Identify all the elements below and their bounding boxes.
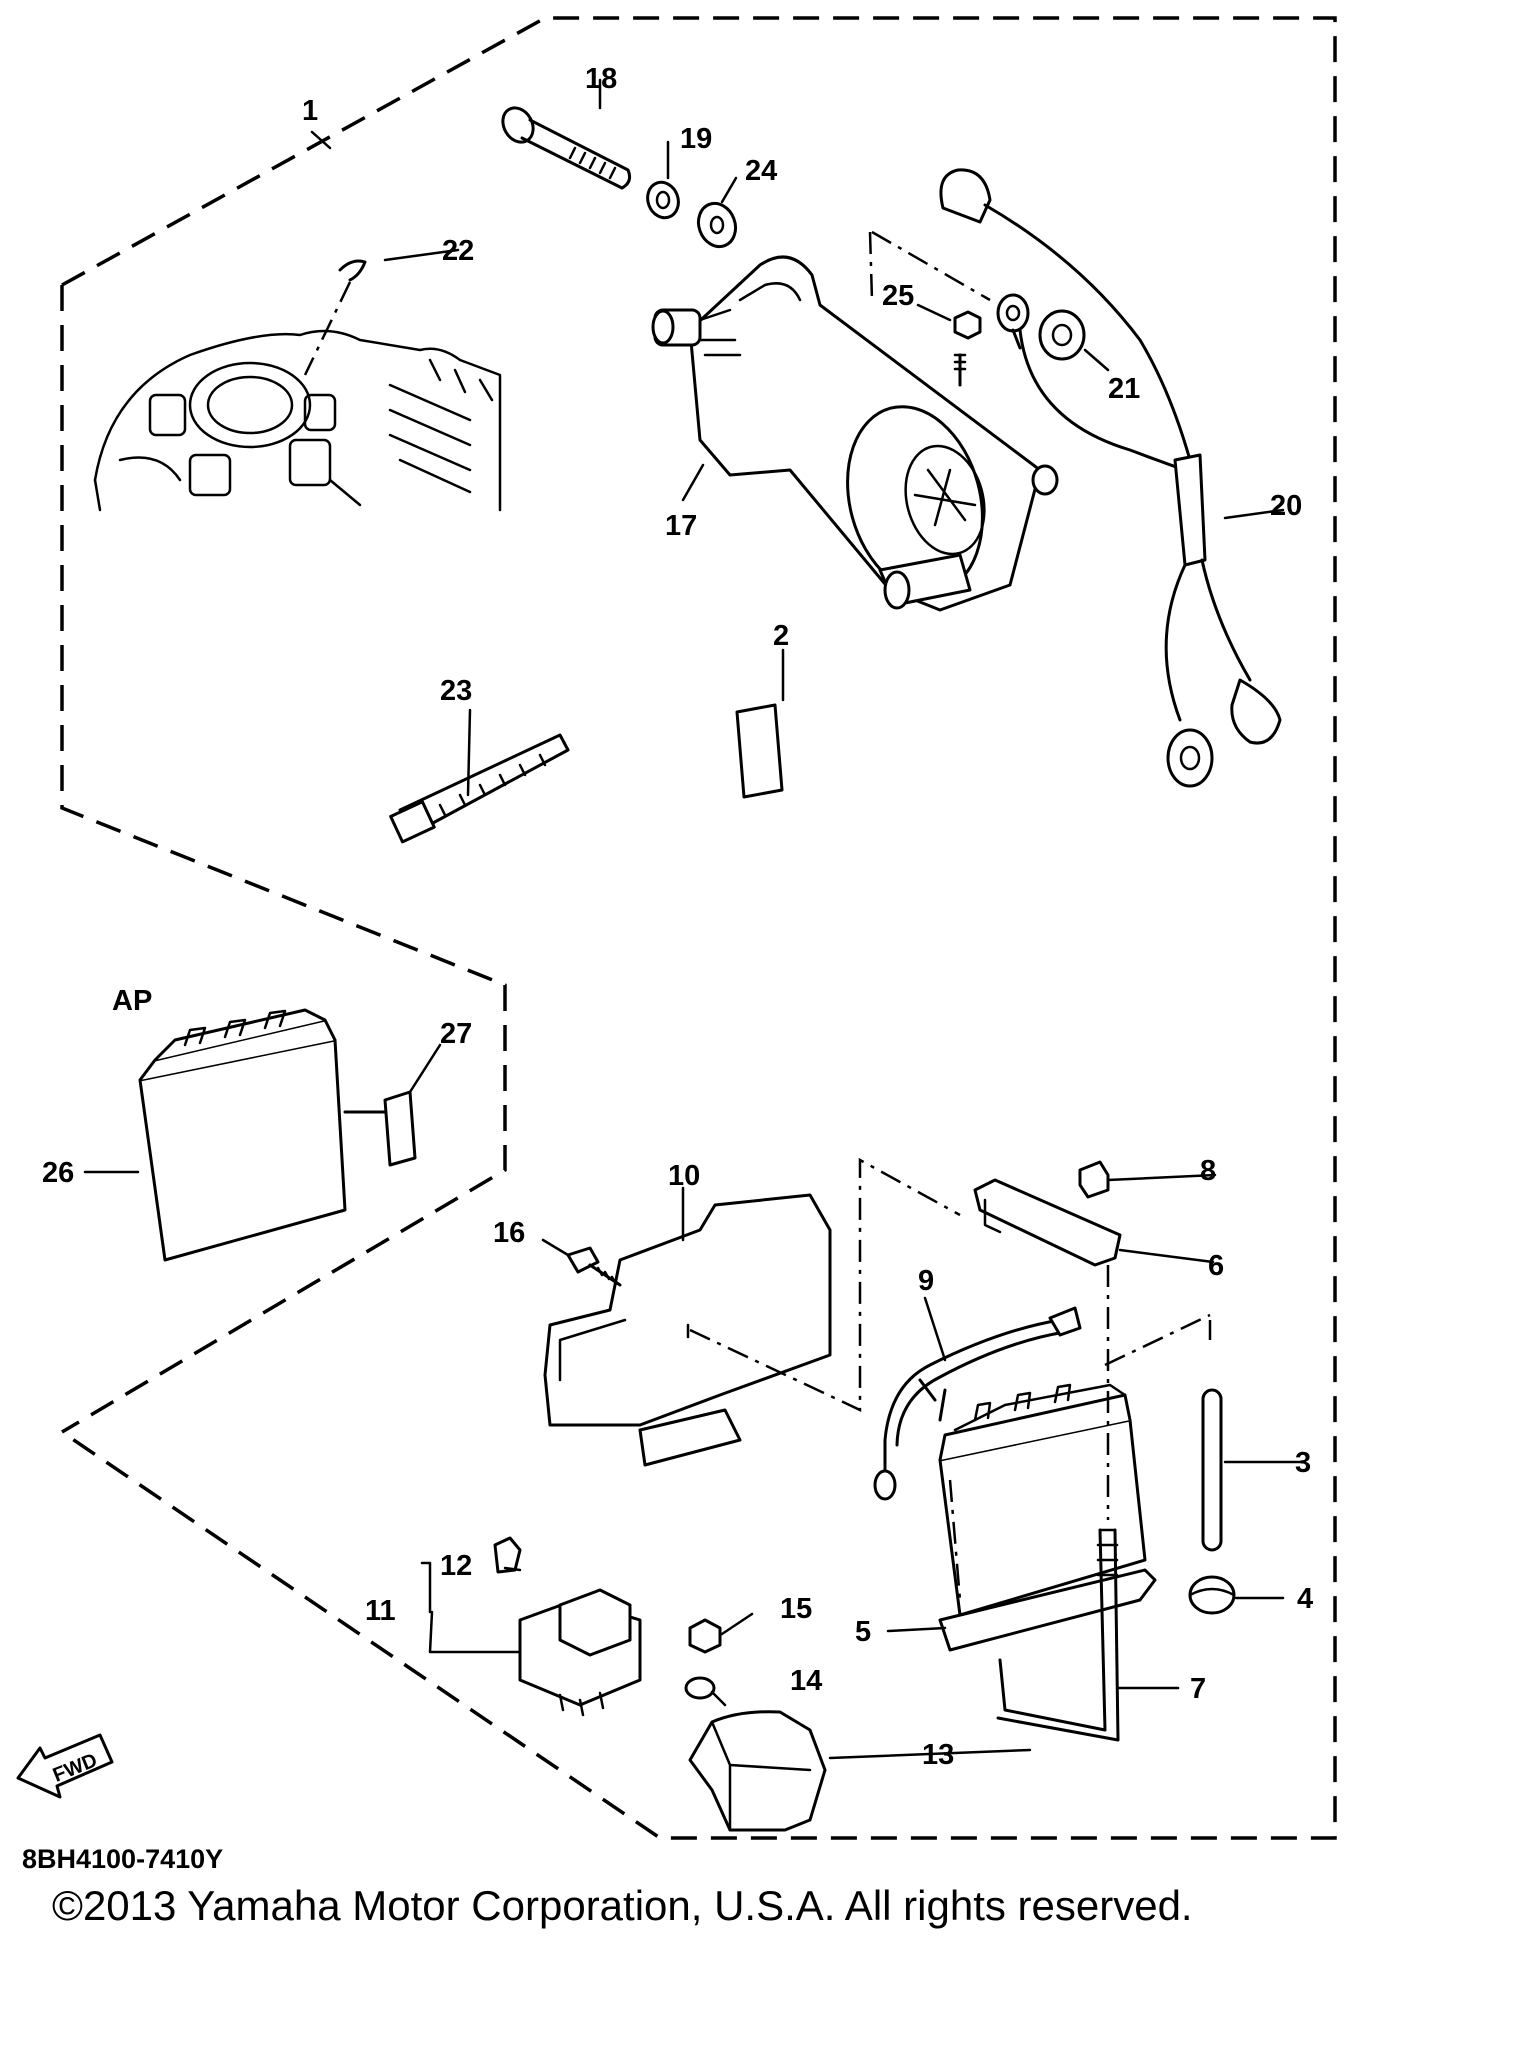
callout-2: 2 [773,620,789,652]
callout-9: 9 [918,1265,934,1297]
part-16-screw [566,1246,622,1287]
part-19-lock-washer [646,180,680,220]
callout-11: 11 [365,1595,396,1627]
engine-block-illustration [93,329,502,512]
part-14-washer [684,1676,716,1700]
callout-5: 5 [855,1616,871,1648]
part-9-battery-cable [873,1306,1082,1501]
part-11-starter-relay [518,1588,642,1717]
part-17-starter-motor [651,255,1059,612]
part-27-battery-label [383,1090,417,1167]
callout-4: 4 [1297,1583,1313,1615]
part-7-j-bolt [996,1265,1120,1742]
callout-22: 22 [442,235,474,267]
fwd-direction-arrow: FWD [16,1733,114,1799]
part-25-nut [868,230,991,340]
callout-10: 10 [668,1160,700,1192]
part-2-label [735,703,784,799]
part-8-nut [1078,1160,1110,1199]
callout-23: 23 [440,675,472,707]
callout-25: 25 [882,280,914,312]
callout-14: 14 [790,1665,822,1697]
part-3-rod [1201,1388,1223,1552]
part-12-relay-cap [493,1536,522,1574]
callout-6: 6 [1208,1250,1224,1282]
callout-18: 18 [585,63,617,95]
part-21-terminal-cap [1038,309,1086,361]
callout-1: 1 [302,95,318,127]
callout-17: 17 [665,510,697,542]
callout-20: 20 [1270,490,1302,522]
part-26-battery [138,1008,387,1262]
ap-label: AP [112,985,152,1017]
callout-numbers: 1 2 3 4 5 6 7 8 9 10 11 12 13 14 15 16 1… [42,63,1313,1771]
callout-7: 7 [1190,1673,1206,1705]
callout-3: 3 [1295,1447,1311,1479]
callout-19: 19 [680,123,712,155]
part-24-washer [696,201,738,249]
part-4-grommet [1188,1575,1236,1615]
part-10-battery-cover [543,1157,961,1467]
part-23-cable-tie [389,733,570,844]
callout-13: 13 [922,1739,954,1771]
part-20-starter-cable [939,168,1282,788]
leader-lines [83,78,1307,1760]
kit-boundary-outline [60,16,1337,1840]
drawing-code: 8BH4100-7410Y [22,1844,223,1874]
callout-26: 26 [42,1157,74,1189]
copyright-notice: ©2013 Yamaha Motor Corporation, U.S.A. A… [52,1882,1193,1929]
callout-8: 8 [1200,1155,1216,1187]
callout-12: 12 [440,1550,472,1582]
main-battery-illustration [938,1313,1212,1617]
callout-24: 24 [745,155,777,187]
part-13-component [688,1710,827,1832]
part-22-clip [303,259,367,376]
callout-27: 27 [440,1018,472,1050]
part-6-battery-bracket [973,1178,1122,1267]
part-15-nut [688,1618,722,1654]
callout-21: 21 [1108,373,1140,405]
callout-16: 16 [493,1217,525,1249]
part-18-bolt [501,106,631,190]
callout-15: 15 [780,1593,812,1625]
